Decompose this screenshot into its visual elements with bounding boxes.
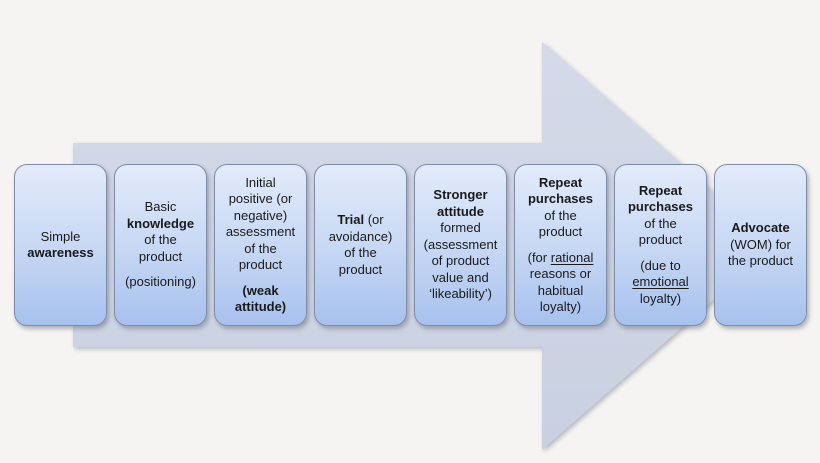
text-run: rational xyxy=(550,249,594,265)
text-run: Simple xyxy=(40,228,81,244)
text-run: Advocate xyxy=(731,220,790,236)
text-run: (weak xyxy=(242,282,279,298)
text-run: purchases xyxy=(627,199,694,215)
text-run: knowledge xyxy=(126,215,195,231)
text-run: of the xyxy=(544,207,577,223)
text-run: of the xyxy=(144,232,177,248)
text-run: of the xyxy=(644,215,677,231)
text-run: assessment xyxy=(225,224,296,239)
text-run: loyalty) xyxy=(639,290,682,306)
text-run: product xyxy=(238,257,283,272)
text-run: (for xyxy=(527,249,551,265)
text-run: (positioning) xyxy=(125,274,196,290)
text-run: (or xyxy=(364,212,384,227)
text-run: purchases xyxy=(527,191,594,206)
text-run: (WOM) for xyxy=(730,236,791,252)
text-run: (assessment xyxy=(423,236,498,252)
text-run: product xyxy=(538,224,583,239)
text-run: reasons or xyxy=(529,266,592,281)
text-run: Initial xyxy=(245,174,276,190)
text-run: habitual xyxy=(537,282,584,298)
text-run: Repeat xyxy=(638,182,683,198)
text-run: (due to xyxy=(640,257,681,273)
text-run: the product xyxy=(727,253,794,269)
text-run: ‘likeability’) xyxy=(429,286,492,302)
text-run: loyalty) xyxy=(539,299,582,314)
text-run: product xyxy=(338,261,383,277)
text-run: of the xyxy=(344,245,377,260)
text-run: emotional xyxy=(632,274,689,290)
text-run: Basic xyxy=(144,199,177,215)
text-run: positive (or xyxy=(228,191,293,206)
text-run: attitude) xyxy=(234,299,287,314)
text-run: of the xyxy=(244,240,277,256)
text-run: of product xyxy=(431,253,490,269)
text-run: awareness xyxy=(27,245,94,260)
text-run: product xyxy=(138,248,183,264)
text-run: Repeat xyxy=(538,174,583,190)
text-run: Stronger xyxy=(433,187,488,203)
text-run: product xyxy=(638,232,683,248)
text-run: value and xyxy=(432,269,489,285)
text-run: Trial xyxy=(337,212,365,227)
text-run: attitude xyxy=(437,203,484,219)
text-run: avoidance) xyxy=(328,228,393,244)
stage-paragraph: (positioning) xyxy=(125,274,196,291)
text-run: formed xyxy=(440,220,481,236)
text-run: negative) xyxy=(233,207,288,223)
